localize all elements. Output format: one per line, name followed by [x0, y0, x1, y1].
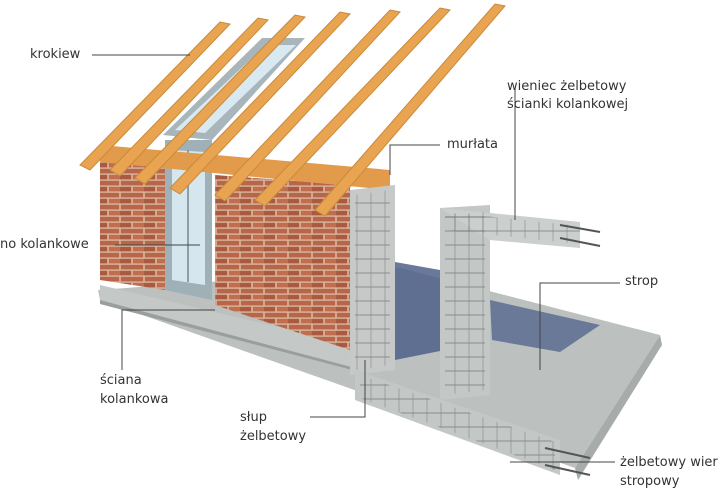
floor-ring-beam-rebar [360, 375, 555, 470]
label-okno-kolankowe: no kolankowe [0, 237, 89, 252]
wall-base-front [100, 300, 360, 372]
label-slup-line1: słup [240, 410, 267, 425]
label-wieniec-line2: ścianki kolankowej [507, 97, 629, 112]
rc-column-rebar [355, 190, 390, 370]
ring-beam-rebar-ends [559, 224, 601, 247]
label-slup-line2: żelbetowy [240, 429, 307, 444]
label-sciana-line1: ściana [100, 373, 142, 388]
rafter [109, 17, 269, 177]
label-murlata: murłata [447, 137, 498, 152]
label-wieniec-stropowy-line2: stropowy [620, 474, 680, 489]
label-sciana-line2: kolankowa [100, 392, 169, 407]
brick-wall-left [100, 160, 165, 290]
wall-base [100, 285, 355, 368]
floor-ring-beam-rebar-ends [544, 447, 591, 476]
ring-beam-rebar-v [445, 212, 485, 395]
rafter [134, 14, 306, 185]
rafter [79, 21, 231, 171]
shadow-area-2 [490, 300, 600, 352]
rafters [79, 3, 506, 217]
rafter [254, 7, 451, 207]
rafter [169, 11, 351, 195]
rafter [314, 3, 506, 217]
label-wieniec-line1: wieniec żelbetowy [507, 79, 627, 94]
floor-slab-edge [575, 335, 662, 480]
leader-lines [92, 54, 620, 463]
shadow-area [395, 262, 445, 360]
label-krokiew: krokiew [30, 47, 81, 62]
rafter [214, 9, 401, 202]
label-strop: strop [625, 274, 659, 289]
label-wieniec-stropowy-line1: żelbetowy wier [620, 455, 718, 470]
leader-slup [310, 360, 366, 418]
leader-sciana [121, 309, 215, 370]
brick-wall-right [215, 175, 350, 350]
leader-murlata [389, 144, 440, 175]
leader-strop [539, 282, 620, 370]
